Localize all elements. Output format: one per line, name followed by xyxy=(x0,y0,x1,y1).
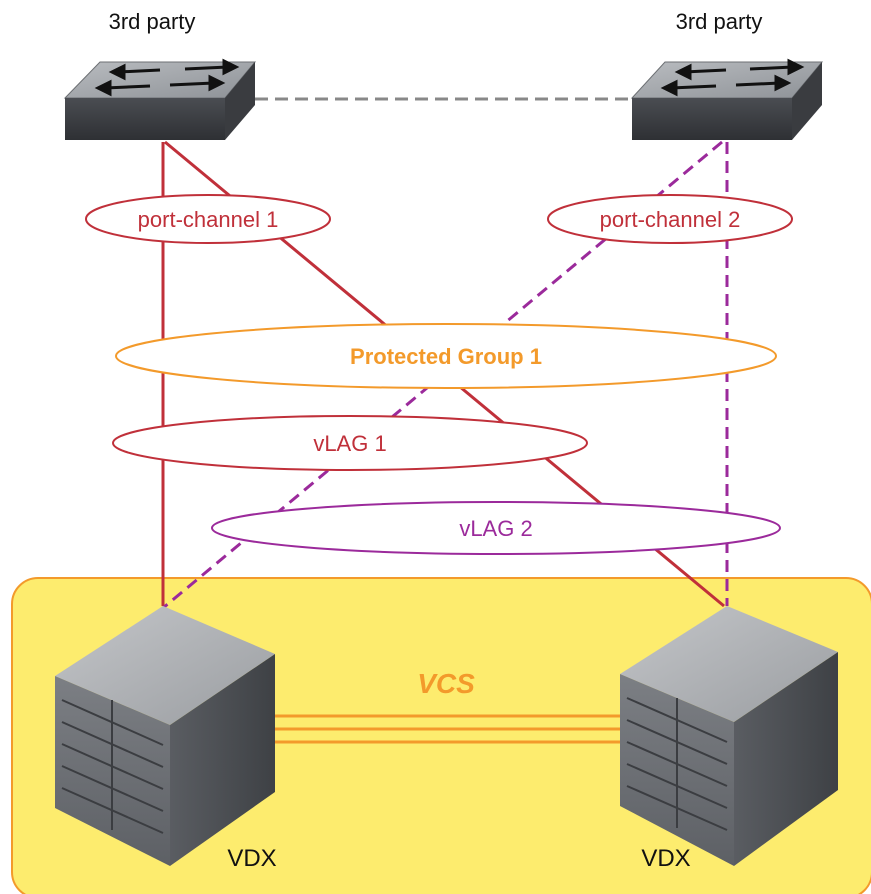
vlag2-label: vLAG 2 xyxy=(459,516,532,541)
vlag1-label: vLAG 1 xyxy=(313,431,386,456)
port-channel-2-ellipse xyxy=(547,194,793,244)
protected-group-ellipse xyxy=(115,323,777,389)
switch-arrows-icon xyxy=(660,58,805,97)
right-switch-label: 3rd party xyxy=(676,9,763,34)
right-vdx-chassis xyxy=(620,606,838,866)
left-switch-label: 3rd party xyxy=(109,9,196,34)
protected-group-label: Protected Group 1 xyxy=(350,344,542,369)
port-channel-1-label: port-channel 1 xyxy=(138,207,279,232)
vlag2-ellipse xyxy=(211,501,781,555)
right-vdx-label: VDX xyxy=(641,845,690,872)
switch-arrows-icon xyxy=(94,58,240,97)
vlag1-ellipse xyxy=(112,415,588,471)
left-vdx-label: VDX xyxy=(227,845,276,872)
right-3rd-party-switch xyxy=(630,58,824,140)
vcs-isl-links xyxy=(275,714,620,744)
left-3rd-party-switch xyxy=(63,58,257,140)
left-vdx-chassis xyxy=(55,606,275,866)
port-channel-1-ellipse xyxy=(85,194,331,244)
chassis-ports xyxy=(61,699,164,834)
chassis-ports xyxy=(626,697,728,831)
port-channel-2-label: port-channel 2 xyxy=(600,207,741,232)
vcs-label: VCS xyxy=(417,668,475,699)
